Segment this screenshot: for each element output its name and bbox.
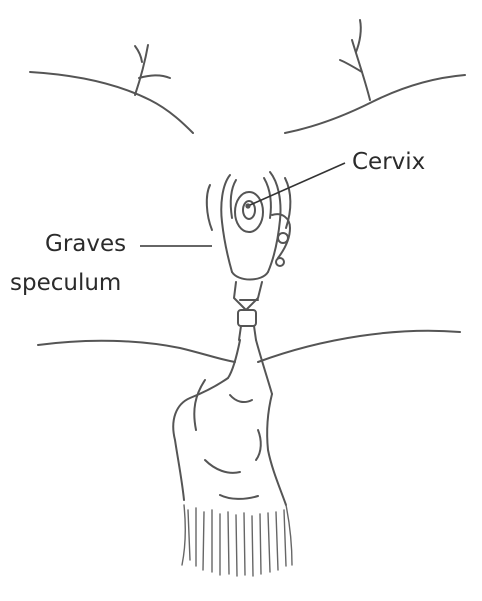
lower-body-contour bbox=[38, 331, 460, 362]
left-thigh-contour bbox=[30, 45, 193, 133]
cervix-label: Cervix bbox=[352, 151, 425, 174]
sleeve-shading bbox=[182, 505, 292, 576]
graves-speculum bbox=[221, 172, 290, 340]
cervix-leader-line bbox=[250, 163, 345, 205]
right-thigh-contour bbox=[285, 20, 465, 133]
graves-speculum-label-line2: speculum bbox=[10, 272, 121, 295]
cervix-shape bbox=[235, 192, 263, 232]
graves-speculum-label-line1: Graves bbox=[45, 233, 126, 256]
hand-drawing bbox=[173, 340, 286, 505]
